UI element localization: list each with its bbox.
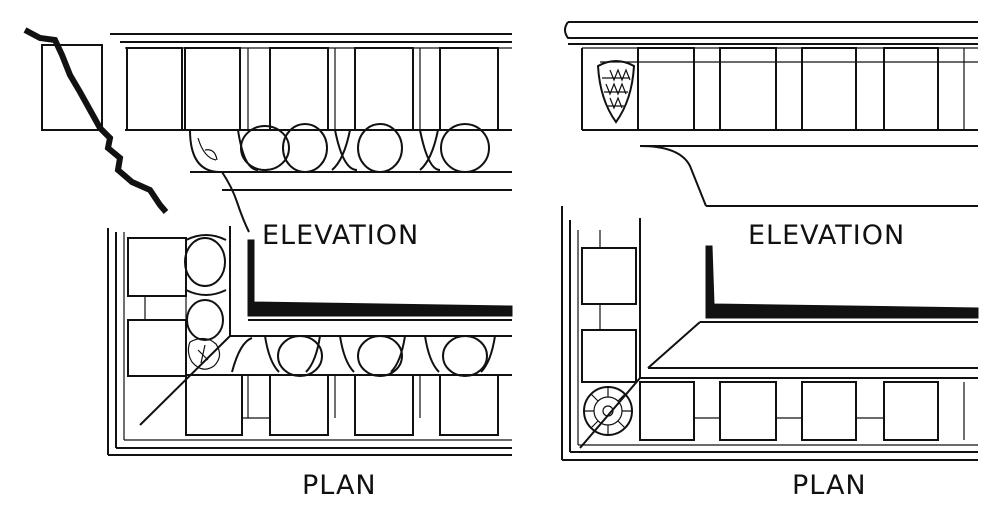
right-elevation	[564, 21, 978, 207]
left-profile-section	[23, 27, 169, 214]
left-plan	[107, 226, 513, 456]
right-panel	[561, 21, 979, 461]
left-elevation	[110, 33, 512, 233]
left-plan-label: PLAN	[302, 470, 377, 501]
right-plan	[561, 206, 979, 461]
rosette-ornament	[583, 386, 633, 436]
right-plan-label: PLAN	[792, 470, 867, 501]
pinecone-ornament	[596, 60, 636, 124]
left-elevation-label: ELEVATION	[262, 220, 420, 251]
left-panel	[23, 27, 513, 456]
right-elevation-label: ELEVATION	[748, 220, 906, 251]
